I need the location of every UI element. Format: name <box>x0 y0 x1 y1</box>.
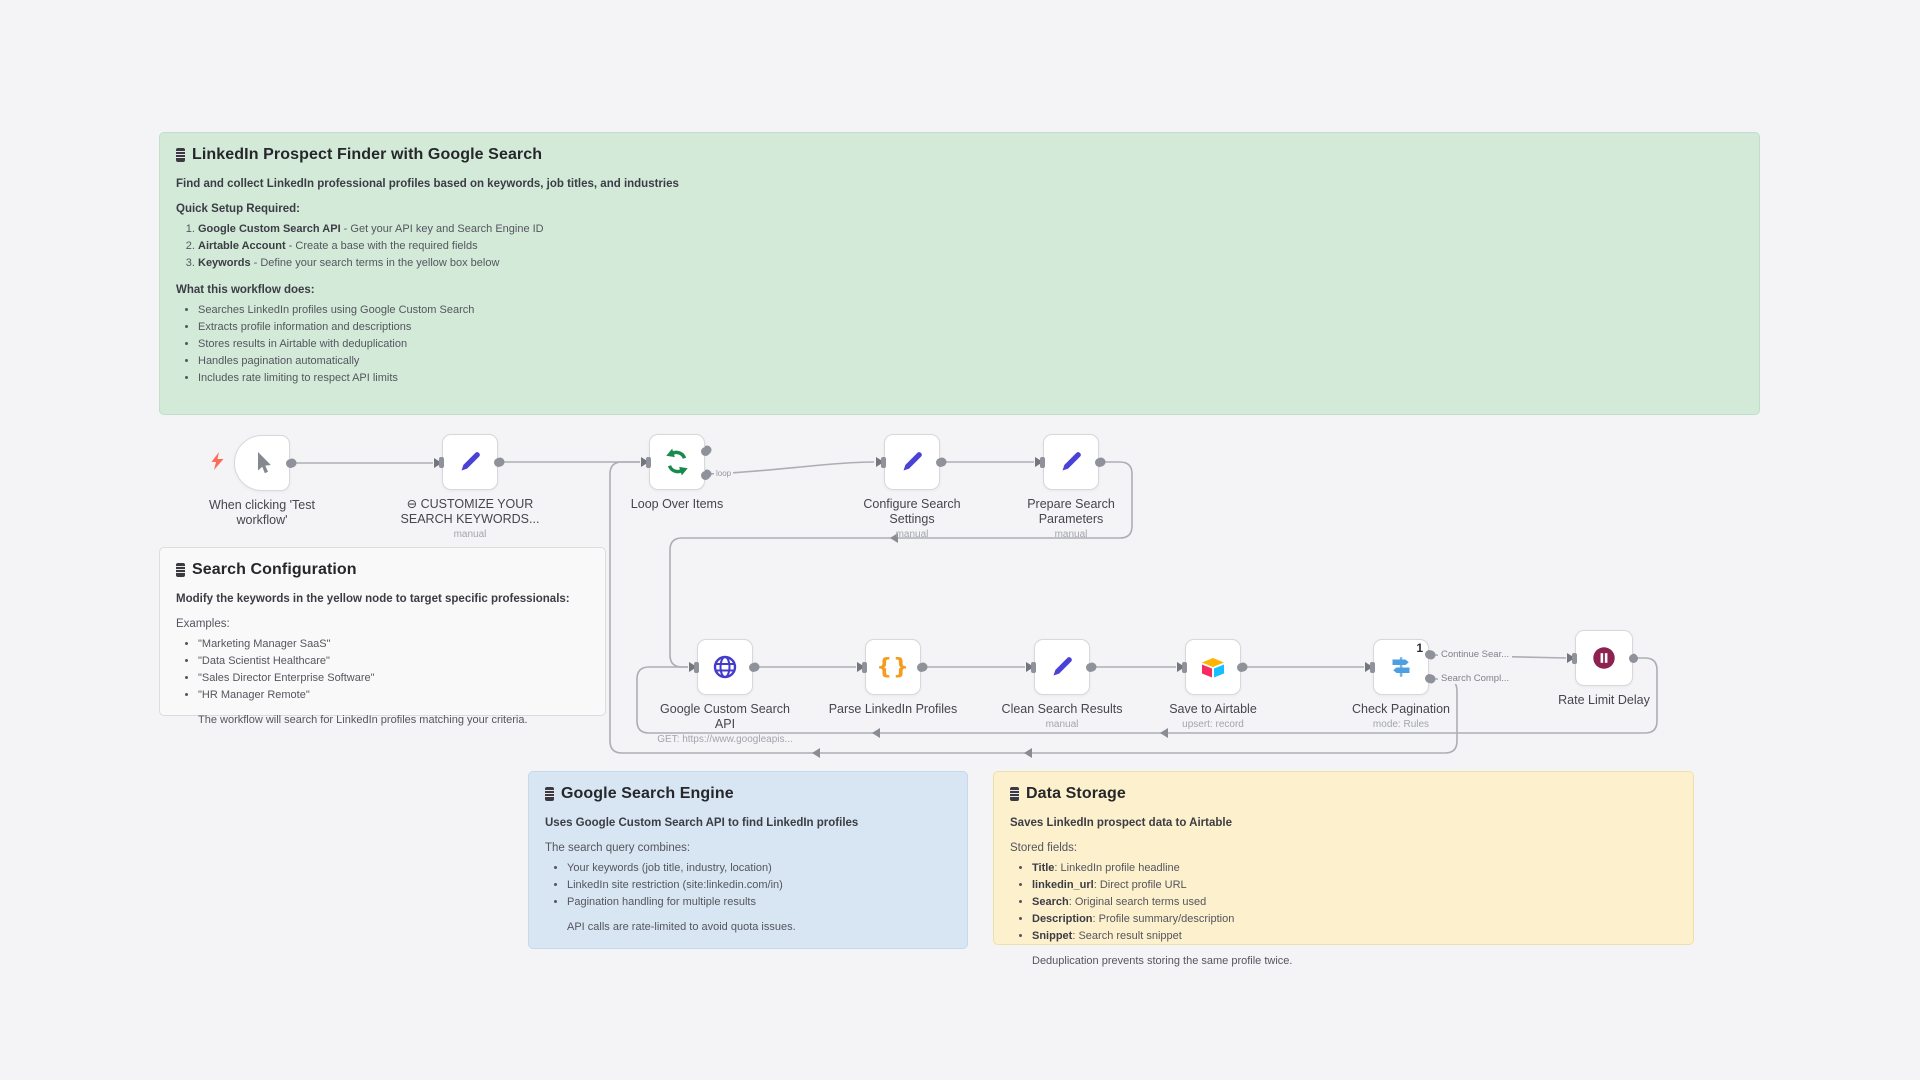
examples-list: "Marketing Manager SaaS" "Data Scientist… <box>180 637 589 703</box>
output-label-search-complete: Search Compl... <box>1438 673 1513 684</box>
note-footer: The workflow will search for LinkedIn pr… <box>198 713 528 726</box>
list-item: Stores results in Airtable with deduplic… <box>198 337 1743 352</box>
node-sublabel: manual <box>453 529 487 540</box>
node-label: Configure Search Settings <box>863 497 961 526</box>
list-item: Handles pagination automatically <box>198 354 1743 369</box>
node-label: Rate Limit Delay <box>1558 693 1650 707</box>
list-item: linkedin_url: Direct profile URL <box>1032 878 1677 893</box>
code-braces-icon: {} <box>876 654 910 680</box>
note-footer: Deduplication prevents storing the same … <box>1032 954 1293 967</box>
trigger-bolt-icon <box>211 452 224 470</box>
note-section-heading: Stored fields: <box>1010 842 1078 854</box>
node-check-pagination[interactable]: 1 Check Pagination mode: Rules <box>1316 639 1486 730</box>
node-label: When clicking 'Test workflow' <box>209 498 315 527</box>
note-intro: Saves LinkedIn prospect data to Airtable <box>1010 817 1232 829</box>
list-item: "HR Manager Remote" <box>198 688 589 703</box>
list-item: Extracts profile information and descrip… <box>198 320 1743 335</box>
node-parse-linkedin-profiles[interactable]: {} Parse LinkedIn Profiles <box>808 639 978 717</box>
pause-icon <box>1593 647 1615 669</box>
node-sublabel: manual <box>1045 719 1079 730</box>
pencil-icon <box>1053 657 1072 676</box>
sticky-note-search-configuration[interactable]: Search Configuration Modify the keywords… <box>159 547 606 726</box>
note-section-heading: Examples: <box>176 618 230 630</box>
pencil-icon <box>1062 452 1081 471</box>
node-sublabel: manual <box>1054 529 1088 540</box>
pencil-icon <box>903 452 922 471</box>
node-sublabel: GET: https://www.googleapis... <box>657 734 793 745</box>
node-clean-search-results[interactable]: Clean Search Results manual <box>977 639 1147 730</box>
node-rate-limit-delay[interactable]: Rate Limit Delay <box>1519 630 1689 708</box>
setup-steps-list: Google Custom Search API - Get your API … <box>180 222 1743 271</box>
list-item: "Sales Director Enterprise Software" <box>198 671 589 686</box>
globe-icon <box>713 655 737 679</box>
node-google-custom-search-api[interactable]: Google Custom Search API GET: https://ww… <box>620 639 830 745</box>
node-configure-search-settings[interactable]: Configure Search Settings manual <box>827 434 997 540</box>
missing-emoji-icon <box>1010 787 1019 801</box>
sticky-note-data-storage[interactable]: Data Storage Saves LinkedIn prospect dat… <box>993 771 1694 967</box>
workflow-does-list: Searches LinkedIn profiles using Google … <box>180 303 1743 386</box>
missing-emoji-icon <box>176 563 185 577</box>
sticky-note-overview[interactable]: LinkedIn Prospect Finder with Google Sea… <box>159 132 1760 415</box>
node-save-to-airtable[interactable]: Save to Airtable upsert: record <box>1128 639 1298 730</box>
list-item: "Data Scientist Healthcare" <box>198 654 589 669</box>
note-intro: Modify the keywords in the yellow node t… <box>176 593 570 605</box>
node-loop-over-items[interactable]: Loop Over Items <box>592 434 762 512</box>
sticky-note-google-search-engine[interactable]: Google Search Engine Uses Google Custom … <box>528 771 968 949</box>
node-when-clicking-test-workflow[interactable]: When clicking 'Test workflow' <box>177 435 347 528</box>
airtable-icon <box>1202 658 1224 678</box>
node-sublabel: upsert: record <box>1182 719 1244 730</box>
switch-signpost-icon <box>1392 657 1410 677</box>
list-item: "Marketing Manager SaaS" <box>198 637 589 652</box>
node-label: Google Custom Search API <box>660 702 790 731</box>
output-label-continue-search: Continue Sear... <box>1438 649 1513 660</box>
note-section-heading: Quick Setup Required: <box>176 203 300 215</box>
items-count-badge: 1 <box>1416 641 1423 655</box>
node-sublabel: mode: Rules <box>1372 719 1430 730</box>
list-item: Pagination handling for multiple results <box>567 895 951 910</box>
node-label: Save to Airtable <box>1169 702 1257 716</box>
cursor-icon <box>258 452 271 474</box>
node-label: Parse LinkedIn Profiles <box>828 702 958 716</box>
note-title: LinkedIn Prospect Finder with Google Sea… <box>176 146 1743 164</box>
loop-icon <box>666 448 688 476</box>
list-item: Description: Profile summary/description <box>1032 912 1677 927</box>
node-customize-your-search-keywords[interactable]: ⊖ CUSTOMIZE YOUR SEARCH KEYWORDS... manu… <box>385 434 555 540</box>
missing-emoji-icon <box>545 787 554 801</box>
list-item: Searches LinkedIn profiles using Google … <box>198 303 1743 318</box>
list-item: Airtable Account - Create a base with th… <box>198 239 1743 254</box>
node-label: Clean Search Results <box>1001 702 1123 716</box>
stored-fields-list: Title: LinkedIn profile headline linkedi… <box>1014 861 1677 944</box>
note-section-heading: The search query combines: <box>545 842 691 854</box>
query-combines-list: Your keywords (job title, industry, loca… <box>549 861 951 910</box>
list-item: Title: LinkedIn profile headline <box>1032 861 1677 876</box>
node-label: Loop Over Items <box>630 497 724 511</box>
note-title: Search Configuration <box>176 561 589 579</box>
node-prepare-search-parameters[interactable]: Prepare Search Parameters manual <box>986 434 1156 540</box>
note-intro: Uses Google Custom Search API to find Li… <box>545 817 859 829</box>
list-item: Includes rate limiting to respect API li… <box>198 371 1743 386</box>
loop-output-label: loop <box>714 469 734 478</box>
note-title: Data Storage <box>1010 785 1677 803</box>
missing-emoji-icon <box>176 148 185 162</box>
note-title: Google Search Engine <box>545 785 951 803</box>
list-item: LinkedIn site restriction (site:linkedin… <box>567 878 951 893</box>
list-item: Your keywords (job title, industry, loca… <box>567 861 951 876</box>
note-section-heading: What this workflow does: <box>176 283 315 296</box>
pencil-icon <box>461 452 480 471</box>
list-item: Google Custom Search API - Get your API … <box>198 222 1743 237</box>
list-item: Keywords - Define your search terms in t… <box>198 256 1743 271</box>
node-label: Check Pagination <box>1352 702 1450 716</box>
node-label: Prepare Search Parameters <box>1027 497 1115 526</box>
node-sublabel: manual <box>895 529 929 540</box>
note-intro: Find and collect LinkedIn professional p… <box>176 178 679 190</box>
node-label: ⊖ CUSTOMIZE YOUR SEARCH KEYWORDS... <box>400 497 540 526</box>
list-item: Search: Original search terms used <box>1032 895 1677 910</box>
list-item: Snippet: Search result snippet <box>1032 929 1677 944</box>
note-footer: API calls are rate-limited to avoid quot… <box>567 920 796 933</box>
